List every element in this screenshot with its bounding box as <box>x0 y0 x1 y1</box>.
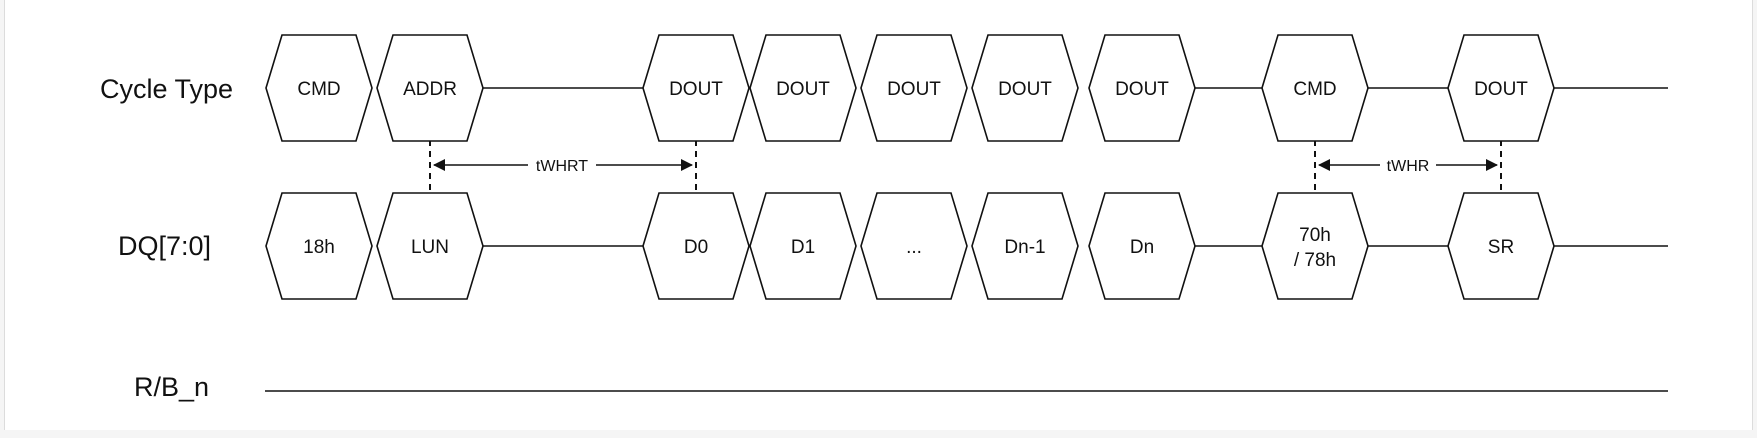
dq-cell-7 <box>1261 192 1369 300</box>
dq-cell-label-5: Dn-1 <box>1004 237 1045 258</box>
twhr-label: tWHR <box>1387 158 1430 175</box>
dq-cell-label-3: D1 <box>791 237 815 258</box>
dq-cell-1 <box>376 192 484 300</box>
cycle-type-cell-4 <box>860 34 968 142</box>
dq-cell-8 <box>1447 192 1555 300</box>
cycle-type-cell-8 <box>1447 34 1555 142</box>
dq-cell-label-8: SR <box>1488 237 1514 258</box>
cycle-type-cell-6 <box>1088 34 1196 142</box>
dq-cells: 18h LUN D0 D1... Dn-1 Dn 70h / 78h SR <box>265 192 1555 300</box>
dq-cell-label-0: 18h <box>303 237 335 258</box>
cycle-type-cell-label-8: DOUT <box>1474 79 1528 100</box>
cycle-type-cell-5 <box>971 34 1079 142</box>
cycle-type-cell-label-5: DOUT <box>998 79 1052 100</box>
cycle-type-cell-label-2: DOUT <box>669 79 723 100</box>
dq-cell-4 <box>860 192 968 300</box>
dq-cell-label-7-line2: / 78h <box>1294 250 1336 271</box>
cycle-type-cell-2 <box>642 34 750 142</box>
dq-cell-2 <box>642 192 750 300</box>
dq-cell-5 <box>971 192 1079 300</box>
twhrt-label: tWHRT <box>536 158 588 175</box>
dq-cell-label-7: 70h <box>1299 225 1331 246</box>
dq-cell-3 <box>749 192 857 300</box>
rb-label: R/B_n <box>134 372 209 402</box>
cycle-type-cell-label-7: CMD <box>1293 79 1336 100</box>
cycle-type-cell-label-3: DOUT <box>776 79 830 100</box>
dq-cell-0 <box>265 192 373 300</box>
dq-label: DQ[7:0] <box>118 231 211 261</box>
cycle-type-cells: CMD ADDR DOUT DOUT DOUT DOUT DOUT CMD DOUT <box>265 34 1555 142</box>
cycle-type-cell-3 <box>749 34 857 142</box>
cycle-type-cell-label-6: DOUT <box>1115 79 1169 100</box>
cycle-type-cell-label-4: DOUT <box>887 79 941 100</box>
cycle-type-cell-label-0: CMD <box>297 79 340 100</box>
dq-cell-label-4: ... <box>906 237 922 258</box>
dq-cell-label-1: LUN <box>411 237 449 258</box>
cycle-type-cell-label-1: ADDR <box>403 79 457 100</box>
dq-cell-6 <box>1088 192 1196 300</box>
cycle-type-cell-0 <box>265 34 373 142</box>
twhrt-label-bg <box>528 155 596 175</box>
cycle-type-cell-1 <box>376 34 484 142</box>
cycle-type-cell-7 <box>1261 34 1369 142</box>
dq-cell-label-2: D0 <box>684 237 708 258</box>
twhr-label-bg <box>1380 155 1436 175</box>
dq-cell-label-6: Dn <box>1130 237 1154 258</box>
cycle-type-label: Cycle Type <box>100 74 233 104</box>
